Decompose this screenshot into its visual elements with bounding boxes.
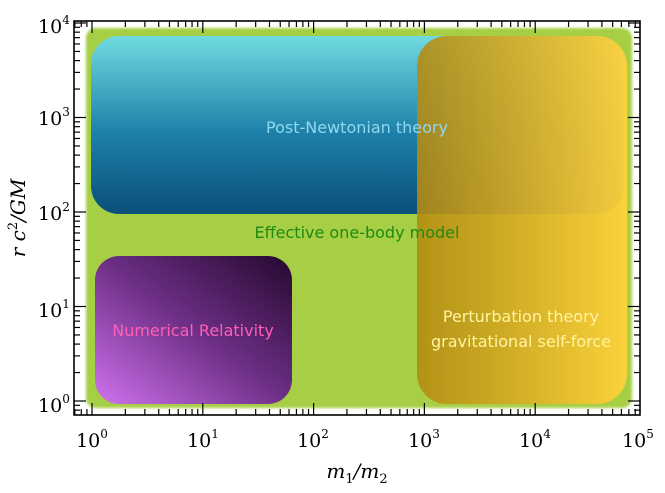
y-tick-label: 104 bbox=[38, 13, 70, 38]
y-tick-label: 100 bbox=[38, 392, 70, 417]
x-tick-label: 103 bbox=[408, 427, 440, 452]
x-tick-label: 102 bbox=[297, 427, 329, 452]
x-axis-label: m1/m2 bbox=[326, 459, 387, 487]
y-tick-label: 103 bbox=[38, 105, 70, 130]
y-axis-label: r c2/GM bbox=[6, 178, 30, 257]
y-tick-label: 101 bbox=[38, 297, 70, 322]
x-tick-label: 105 bbox=[622, 427, 654, 452]
plot-frame bbox=[73, 20, 641, 416]
x-tick-label: 104 bbox=[519, 427, 551, 452]
perturbation-theory-label-line2: gravitational self-force bbox=[431, 332, 611, 351]
post-newtonian-label: Post-Newtonian theory bbox=[266, 118, 448, 137]
axis-ticks bbox=[74, 21, 640, 415]
effective-one-body-label: Effective one-body model bbox=[255, 223, 460, 242]
x-tick-label: 100 bbox=[76, 427, 108, 452]
y-tick-label: 102 bbox=[38, 200, 70, 225]
numerical-relativity-label: Numerical Relativity bbox=[112, 321, 274, 340]
y-tick-labels: 100 101 102 103 104 bbox=[38, 13, 70, 417]
numerical-relativity-region bbox=[95, 256, 292, 404]
perturbation-theory-region bbox=[417, 36, 627, 404]
x-tick-labels: 100 101 102 103 104 105 bbox=[76, 427, 654, 452]
perturbation-theory-label-line1: Perturbation theory bbox=[443, 307, 599, 326]
x-tick-label: 101 bbox=[187, 427, 219, 452]
